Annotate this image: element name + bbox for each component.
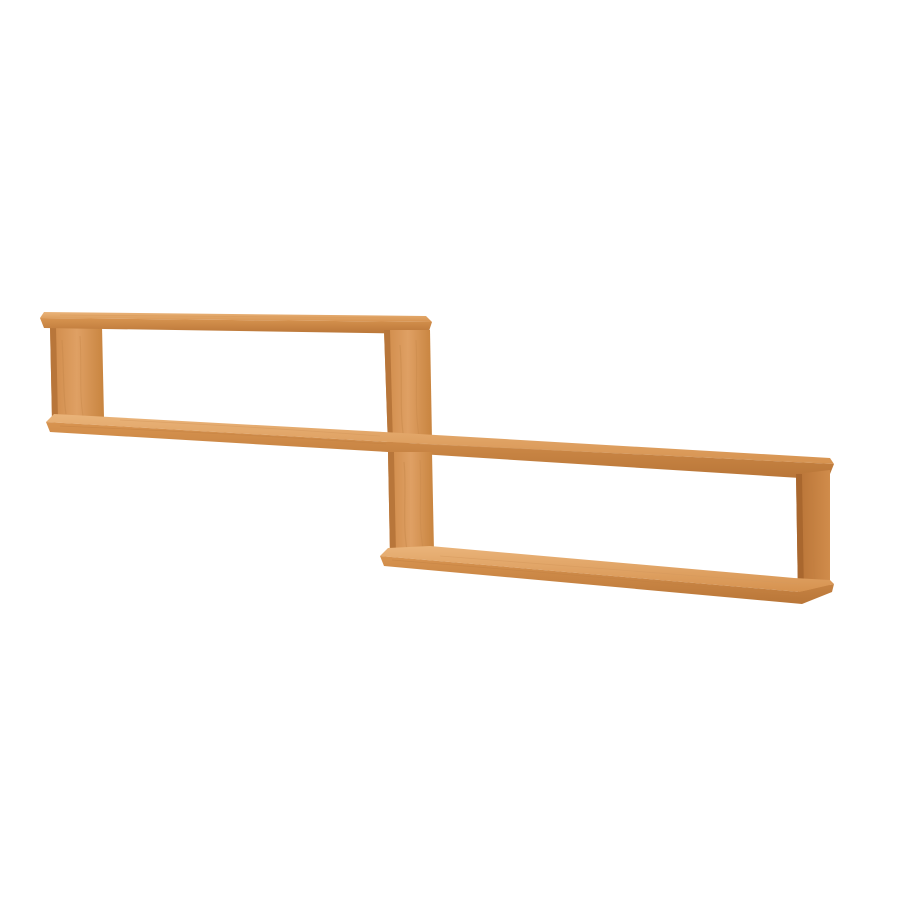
lower-right-shelf-unit [380, 452, 834, 604]
left-side-panel [50, 326, 104, 420]
lower-right-bottom-board [380, 546, 834, 604]
upper-left-top-board [40, 312, 432, 334]
right-side-panel [796, 470, 830, 596]
center-divider-panel-lower [388, 452, 434, 556]
upper-left-shelf-unit [40, 312, 834, 478]
center-divider-panel-upper [384, 330, 432, 446]
middle-long-shelf-board [46, 414, 834, 478]
